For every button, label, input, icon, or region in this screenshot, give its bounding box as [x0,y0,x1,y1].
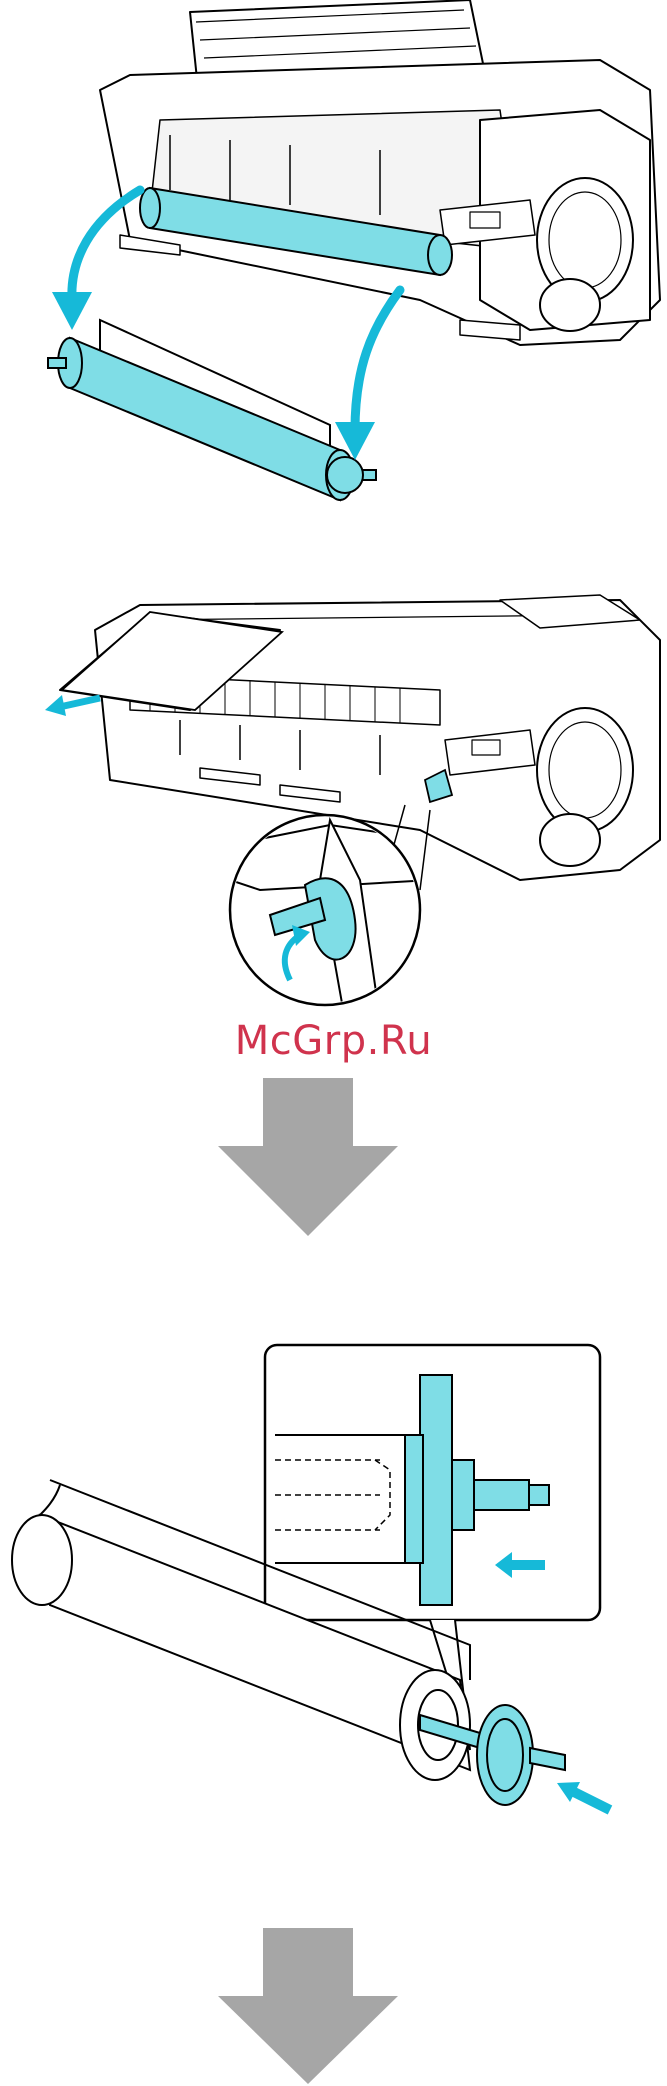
next-step-arrow [0,1928,667,2086]
watermark: McGrp.Ru [0,1018,667,1064]
printer-roll-removal-illustration [0,0,667,530]
down-arrow-icon [0,1078,667,1238]
insert-arrow [570,1790,610,1810]
roll-holder-insertion-illustration [0,1330,667,1910]
step-illustration-insert-roll-holder [0,1330,667,1910]
next-step-arrow [0,1078,667,1238]
printer-lever-release-illustration [0,580,667,1040]
lever-detail-callout [230,815,430,1020]
step-illustration-remove-roll [0,0,667,530]
holder-detail-callout [265,1345,600,1620]
down-arrow-icon [0,1928,667,2086]
curved-arrow-right [355,290,400,430]
step-illustration-release-lever [0,580,667,1040]
